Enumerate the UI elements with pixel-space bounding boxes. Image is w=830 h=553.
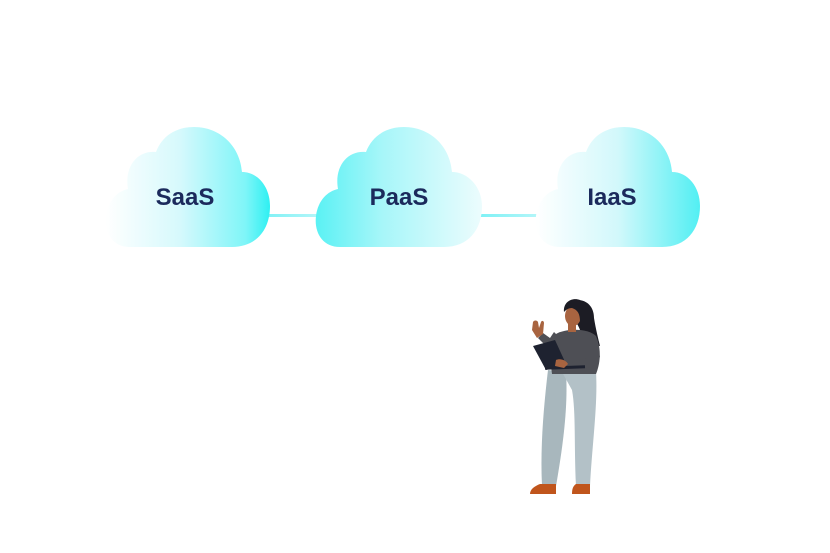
connector-saas-paas [262,214,322,217]
cloud-iaas-shape [535,127,700,247]
hand-raised [532,320,544,338]
connector-paas-iaas [478,214,542,217]
cloud-paas-shape [315,127,482,247]
cloud-saas-shape [105,127,270,247]
cloud-iaas [535,127,700,247]
cloud-saas-label: SaaS [156,184,215,211]
leg-right [562,372,597,486]
hair-front [563,299,587,322]
hand-lower [555,359,568,368]
shoe-right [572,484,590,494]
laptop-base [544,365,586,370]
neck [568,322,576,332]
cloud-iaas-label: IaaS [587,184,636,211]
cloud-paas [315,127,482,247]
arm-raised [538,332,558,348]
arm-lower [572,346,600,369]
leg-left [541,370,567,486]
cloud-saas [105,127,270,247]
shoe-left [530,484,556,494]
cloud-paas-label: PaaS [370,184,429,211]
woman-holding-laptop-icon [530,299,600,494]
